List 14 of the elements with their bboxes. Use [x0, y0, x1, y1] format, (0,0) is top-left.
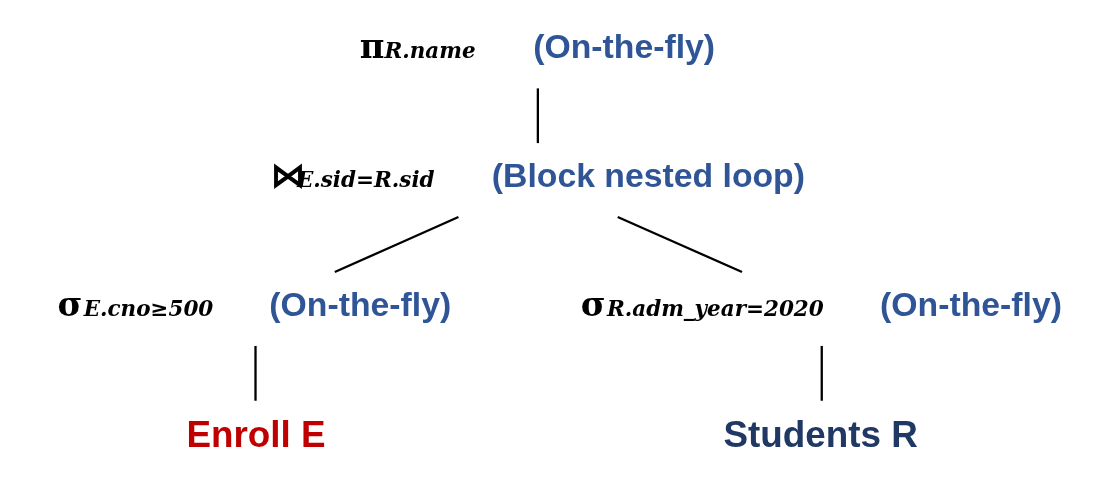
connector: [616, 215, 742, 274]
connector: [536, 88, 539, 144]
connector: [820, 345, 823, 401]
node-text: σE.cno≥500: [57, 283, 213, 324]
node-text: σR.adm_year=2020: [580, 283, 824, 324]
node-label: (On-the-fly): [879, 284, 1062, 323]
node-label: (On-the-fly): [532, 27, 715, 66]
node-text: Students R: [723, 414, 918, 456]
connector: [333, 215, 459, 274]
node-text: πR.name: [359, 26, 476, 67]
node-text: Enroll E: [185, 414, 326, 456]
connector: [253, 345, 257, 401]
node-label: (On-the-fly): [268, 284, 451, 323]
node-label: (Block nested loop): [491, 156, 805, 195]
